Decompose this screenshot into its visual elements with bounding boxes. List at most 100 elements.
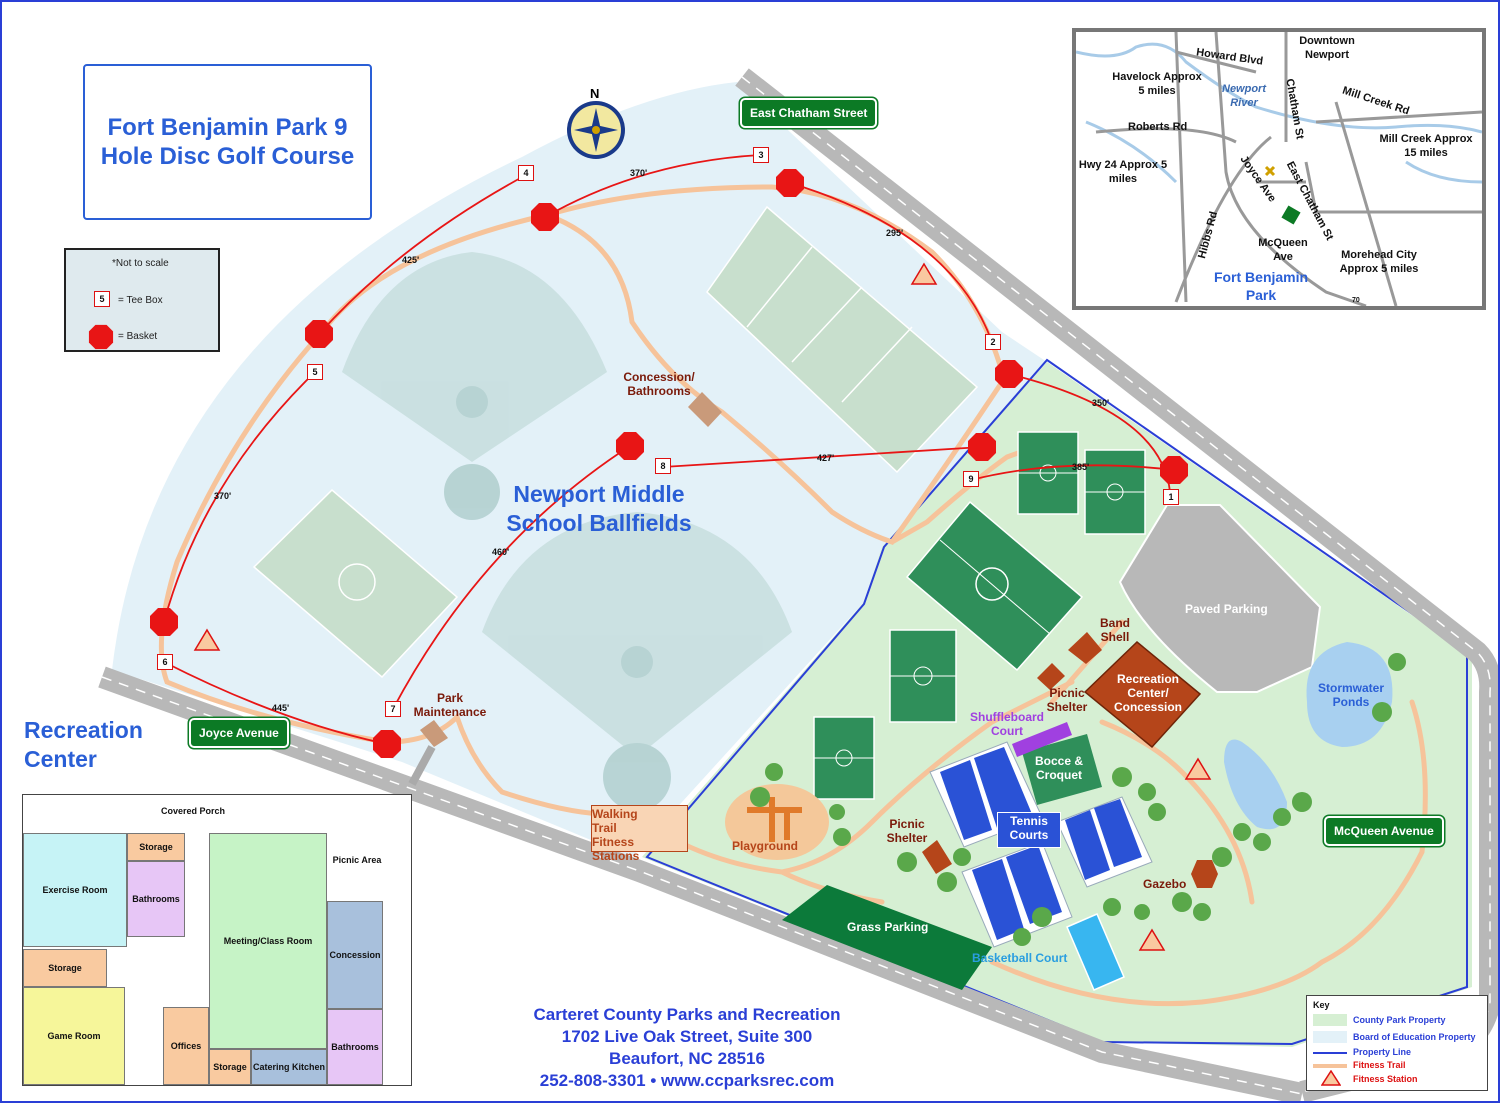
- distance-hole-5: 370': [214, 491, 232, 501]
- key-fitness-station-icon: [1321, 1070, 1341, 1086]
- gazebo-building: [1191, 860, 1218, 888]
- label-grass-parking: Grass Parking: [847, 920, 929, 934]
- room-exercise: Exercise Room: [23, 833, 127, 947]
- baseball-field-north: [342, 252, 607, 520]
- recreation-center-building: [1083, 640, 1202, 749]
- map-title: Fort Benjamin Park 9 Hole Disc Golf Cour…: [100, 114, 355, 170]
- label-park-maintenance: Park Maintenance: [413, 691, 487, 719]
- room-bathrooms-left: Bathrooms: [127, 861, 185, 937]
- distance-hole-8: 427': [817, 453, 835, 463]
- distance-hole-1: 350': [1092, 398, 1110, 408]
- tee-box-8: 8: [655, 458, 671, 474]
- label-picnic-shelter-2: Picnic Shelter: [886, 817, 928, 845]
- legend: *Not to scale 5 = Tee Box = Basket: [64, 248, 220, 352]
- basketball-court: [1066, 913, 1125, 991]
- tee-box-3: 3: [753, 147, 769, 163]
- compass-rose: [567, 101, 625, 159]
- legend-tee-icon: 5: [94, 291, 110, 307]
- inset-newport-river: Newport River: [1222, 83, 1266, 109]
- room-covered-porch: Covered Porch: [160, 806, 226, 816]
- maintenance-drive: [408, 745, 436, 786]
- street-sign-east-chatham: East Chatham Street: [740, 98, 878, 128]
- label-tennis: Tennis Courts: [1009, 814, 1049, 842]
- room-catering: Catering Kitchen: [251, 1049, 327, 1085]
- concession-building: [688, 392, 722, 427]
- legend-basket-label: = Basket: [118, 331, 158, 342]
- label-recreation-center-concession: Recreation Center/ Concession: [1113, 672, 1182, 714]
- distance-hole-2: 295': [886, 228, 904, 238]
- room-picnic-area: Picnic Area: [332, 855, 382, 865]
- map-key: Key County Park Property Board of Educat…: [1306, 995, 1488, 1091]
- recreation-center-label: Recreation Center: [24, 717, 143, 772]
- room-bathrooms-right: Bathrooms: [327, 1009, 383, 1085]
- key-county: County Park Property: [1353, 1015, 1446, 1025]
- bocce-court: [1022, 734, 1102, 805]
- key-board: Board of Education Property: [1353, 1032, 1476, 1042]
- room-storage-top: Storage: [127, 833, 185, 861]
- soccer-field-mid: [889, 629, 957, 723]
- picnic-shelter-2-building: [922, 840, 952, 874]
- joyce-road-line: [101, 676, 1303, 1095]
- key-county-swatch: [1313, 1014, 1347, 1026]
- legend-basket-icon: [88, 324, 114, 350]
- soccer-field-sw: [813, 716, 875, 800]
- title-box: Fort Benjamin Park 9 Hole Disc Golf Cour…: [83, 64, 372, 220]
- distance-hole-7: 460': [492, 547, 510, 557]
- room-storage-mid: Storage: [23, 949, 107, 987]
- contact-block: Carteret County Parks and Recreation 170…: [502, 1004, 872, 1092]
- label-shuffleboard: Shuffleboard Court: [970, 710, 1044, 738]
- inset-route-shield: 70: [1352, 297, 1360, 304]
- recreation-center-floorplan: Covered Porch Exercise Room Storage Bath…: [22, 794, 412, 1086]
- grass-parking: [782, 885, 992, 990]
- stormwater-pond-2: [1224, 739, 1287, 830]
- soccer-field-ne-1: [1017, 431, 1079, 515]
- room-storage-bottom: Storage: [209, 1049, 251, 1085]
- tee-box-7: 7: [385, 701, 401, 717]
- legend-tee-label: = Tee Box: [118, 295, 163, 306]
- label-bocce: Bocce & Croquet: [1034, 754, 1084, 782]
- inset-roads: [1076, 32, 1482, 306]
- key-fitness-station: Fitness Station: [1353, 1074, 1418, 1084]
- street-sign-mcqueen: McQueen Avenue: [1324, 816, 1444, 846]
- room-concession: Concession: [327, 901, 383, 1009]
- label-gazebo: Gazebo: [1143, 877, 1187, 891]
- picnic-shelter-1-building: [1037, 663, 1065, 690]
- inset-morehead: Morehead City Approx 5 miles: [1339, 249, 1419, 275]
- inset-hwy24: Hwy 24 Approx 5 miles: [1078, 159, 1168, 185]
- inset-park: Fort Benjamin Park: [1213, 269, 1309, 303]
- key-property-line: Property Line: [1353, 1047, 1412, 1057]
- playground-area: [725, 784, 829, 860]
- room-game: Game Room: [23, 987, 125, 1085]
- key-property-line-swatch: [1313, 1052, 1347, 1054]
- inset-mill-creek: Mill Creek Approx 15 miles: [1379, 133, 1473, 159]
- tee-box-5: 5: [307, 364, 323, 380]
- field-north-east: [706, 205, 979, 474]
- contact-phone-web[interactable]: 252-808-3301 • www.ccparksrec.com: [539, 1071, 835, 1090]
- label-picnic-shelter-1: Picnic Shelter: [1046, 686, 1088, 714]
- label-band-shell: Band Shell: [1100, 616, 1130, 644]
- soccer-field-west: [252, 488, 459, 679]
- soccer-field-ne-2: [1084, 449, 1146, 535]
- distance-hole-3: 370': [630, 168, 648, 178]
- inset-downtown: Downtown Newport: [1299, 35, 1355, 61]
- contact-address: 1702 Live Oak Street, Suite 300: [561, 1027, 813, 1046]
- contact-org: Carteret County Parks and Recreation: [533, 1005, 841, 1024]
- inset-havelock: Havelock Approx 5 miles: [1112, 71, 1202, 97]
- shuffleboard-court: [1012, 722, 1072, 757]
- ballfields-label: Newport Middle School Ballfields: [506, 481, 692, 536]
- band-shell-building: [1068, 632, 1102, 664]
- label-concession-bathrooms: Concession/ Bathrooms: [623, 370, 695, 398]
- tee-box-1: 1: [1163, 489, 1179, 505]
- locator-inset-map: Downtown Newport Howard Blvd Havelock Ap…: [1072, 28, 1486, 310]
- playground-equipment: [747, 797, 802, 842]
- key-fitness-trail: Fitness Trail: [1353, 1060, 1406, 1070]
- tennis-label-box: [997, 812, 1061, 848]
- distance-hole-6: 445': [272, 703, 290, 713]
- label-paved-parking: Paved Parking: [1185, 602, 1268, 616]
- tee-box-2: 2: [985, 334, 1001, 350]
- east-chatham-road-line: [741, 76, 1491, 1093]
- tee-box-9: 9: [963, 471, 979, 487]
- distance-hole-4: 425': [402, 255, 420, 265]
